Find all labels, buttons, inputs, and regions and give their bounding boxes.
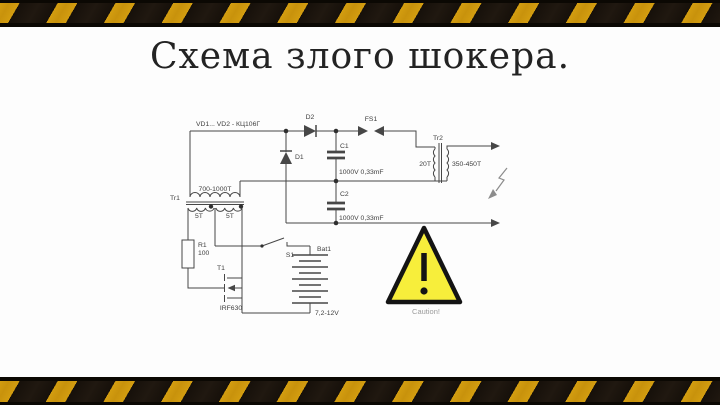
transformer-tr1: Tr1 700-1000Т 5Т 5Т — [170, 186, 244, 220]
tr1-winding-a-label: 5Т — [195, 213, 203, 220]
caution-label: Caution! — [412, 307, 440, 316]
diodes-note-label: VD1... VD2 - КЦ106Г — [196, 121, 260, 128]
page-title: Схема злого шокера. — [149, 36, 571, 77]
capacitor-c2-value: 1000V 0,33mF — [339, 215, 384, 222]
mosfet-t1-type: IRF630 — [220, 305, 243, 312]
diode-d1-label: D1 — [295, 154, 304, 161]
battery-bat1-label: Bat1 — [317, 246, 331, 253]
diode-d2: D2 — [304, 114, 317, 137]
output-arrow-bottom — [491, 219, 500, 227]
diode-d1: D1 — [280, 150, 304, 164]
battery-bat1: Bat1 7,2-12V — [292, 246, 339, 317]
battery-bat1-value: 7,2-12V — [315, 310, 339, 317]
tr1-winding-b-label: 5Т — [226, 213, 234, 220]
capacitor-c1-value: 1000V 0,33mF — [339, 169, 384, 176]
diode-d2-label: D2 — [306, 114, 315, 121]
hazard-stripe-bottom — [0, 377, 720, 405]
lightning-icon — [488, 167, 508, 199]
tr2-secondary-label: 350-450Т — [452, 161, 481, 168]
transformer-tr2-label: Tr2 — [433, 135, 443, 142]
capacitor-c2-label: C2 — [340, 191, 349, 198]
capacitor-c2: C2 1000V 0,33mF — [327, 191, 384, 222]
switch-s1: S1 — [260, 237, 295, 259]
transformer-tr2: Tr2 20Т 350-450Т — [419, 135, 481, 183]
output-arrow-top — [491, 142, 500, 150]
spark-gap-fs1-label: FS1 — [365, 116, 378, 123]
capacitor-c1: C1 1000V 0,33mF — [327, 143, 384, 176]
transformer-tr1-label: Tr1 — [170, 195, 180, 202]
mosfet-t1-label: Т1 — [217, 265, 225, 272]
mosfet-t1: Т1 IRF630 — [217, 265, 242, 312]
junction-dots — [283, 128, 339, 226]
switch-s1-label: S1 — [286, 252, 295, 259]
resistor-r1-label: R1 — [198, 242, 207, 249]
capacitor-c1-label: C1 — [340, 143, 349, 150]
tr2-primary-label: 20Т — [419, 161, 431, 168]
tr1-hv-winding-label: 700-1000Т — [199, 186, 232, 193]
resistor-r1: R1 100 — [181, 239, 210, 269]
spark-gap-fs1: FS1 — [358, 116, 384, 136]
resistor-r1-value: 100 — [198, 250, 210, 257]
caution-warning-icon — [385, 225, 463, 305]
hazard-stripe-top — [0, 0, 720, 27]
